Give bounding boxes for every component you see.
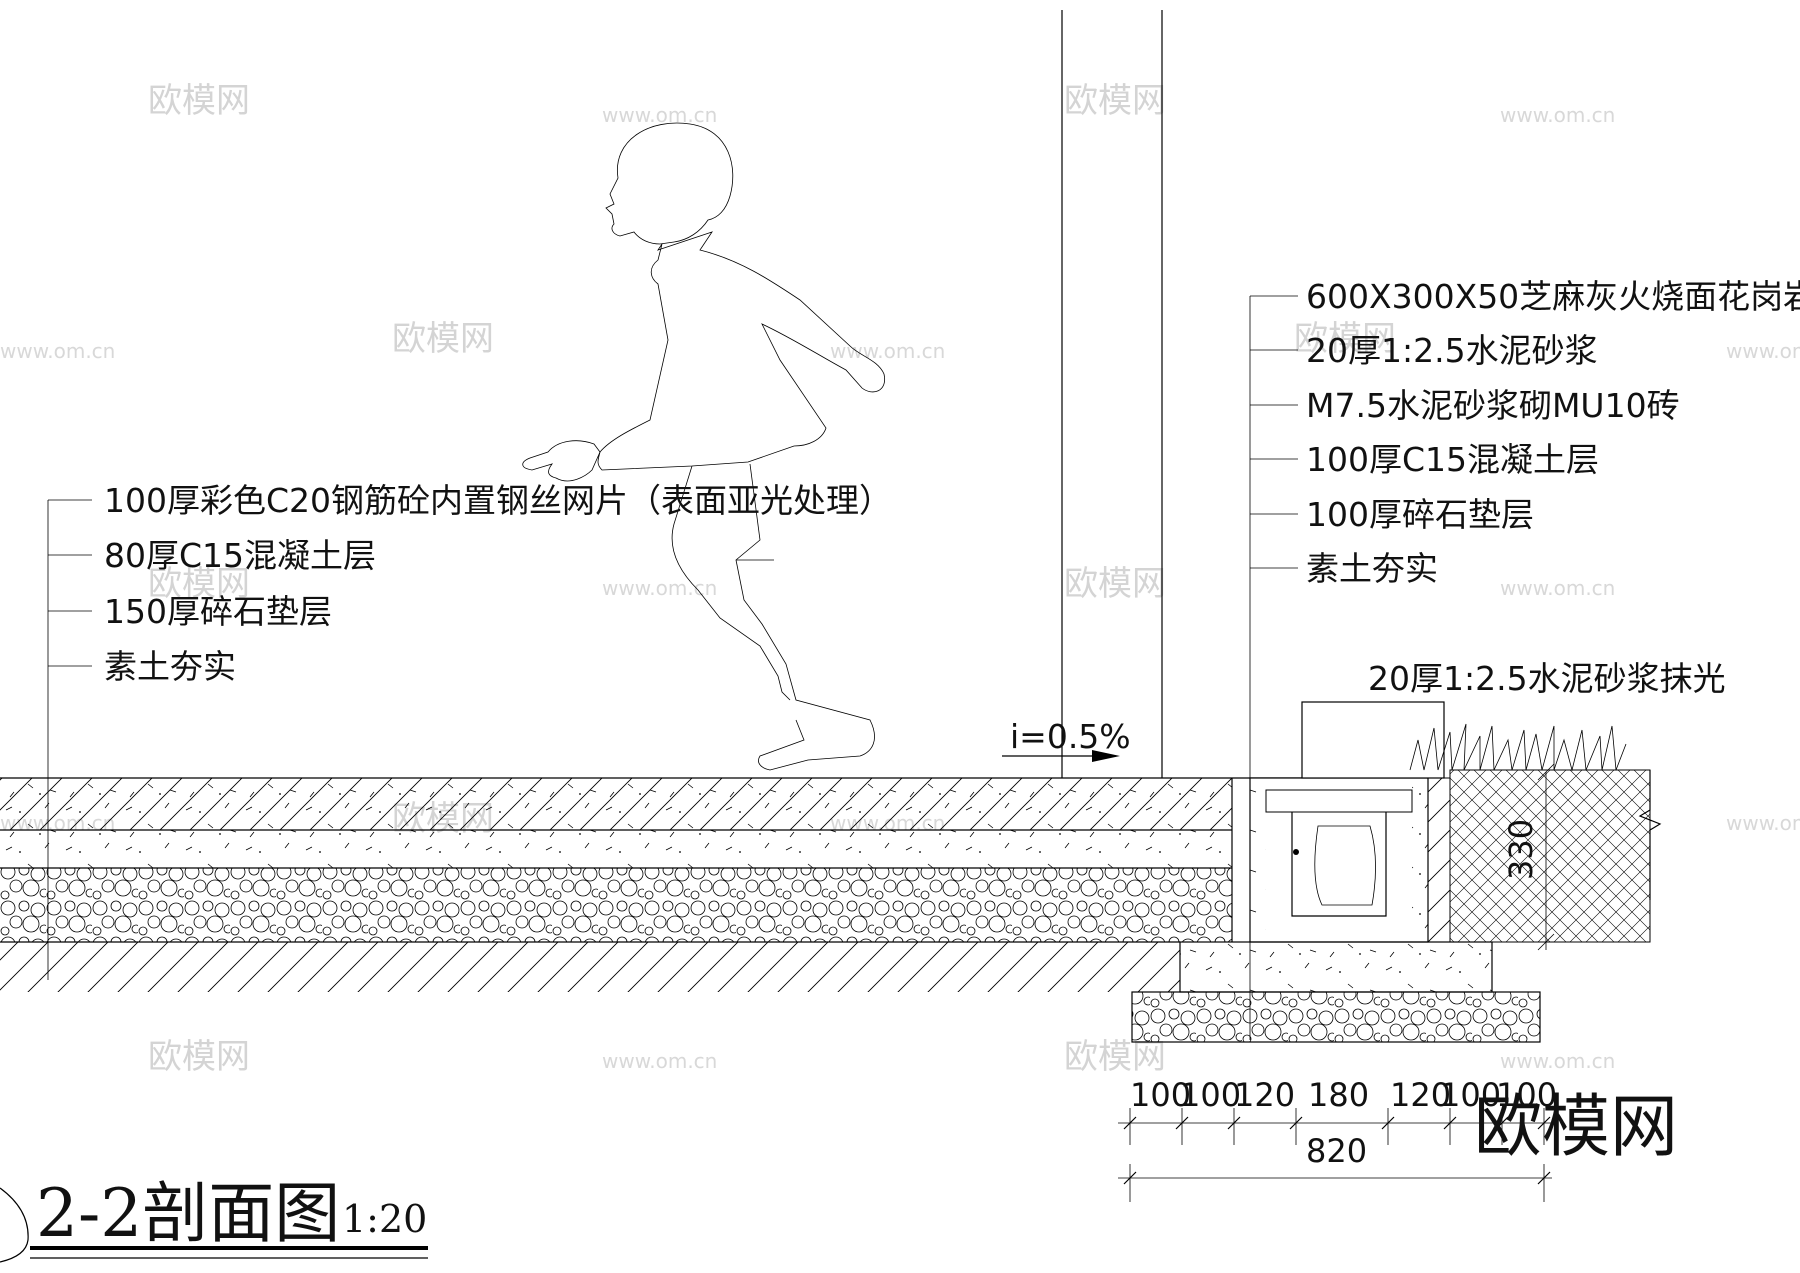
right-layer-3: M7.5水泥砂浆砌MU10砖 [1306,386,1680,425]
right-layer-5: 100厚碎石垫层 [1306,495,1534,534]
right-layer-1: 600X300X50芝麻灰火烧面花岗岩 [1306,277,1800,316]
watermark-url: www.om.cn [0,339,115,363]
watermark-url: www.om.cn [1726,339,1800,363]
grass-symbol [1409,723,1627,772]
height-label: 330 [1502,819,1540,880]
watermark-url: www.om.cn [602,1049,717,1073]
left-layer-4: 素土夯实 [104,647,236,686]
watermark-logo: 欧模网 [148,81,250,121]
brand-logo: 欧模网 [1474,1088,1678,1167]
dim-seg-3: 120 [1234,1076,1295,1114]
watermark-logo: 欧模网 [1064,1037,1166,1077]
person-figure [522,122,886,771]
watermark-url: www.om.cn [602,103,717,127]
planting-soil [1449,769,1651,943]
right-callouts: 600X300X50芝麻灰火烧面花岗岩 20厚1:2.5水泥砂浆 M7.5水泥砂… [1249,277,1800,1040]
watermark-url: www.om.cn [1500,1049,1615,1073]
curb-note: 20厚1:2.5水泥砂浆抹光 [1368,659,1726,698]
watermark-url: www.om.cn [602,576,717,600]
dim-seg-1: 100 [1130,1076,1191,1114]
drawing-title: 2-2剖面图 [36,1175,340,1252]
right-layer-2: 20厚1:2.5水泥砂浆 [1306,331,1598,370]
title-block: 2-2剖面图 1:20 [0,1175,428,1263]
curb-stone [1301,701,1445,779]
height-dimension: 330 [1502,763,1555,951]
watermark-logo: 欧模网 [148,1037,250,1077]
compacted-soil [0,942,1180,992]
left-layer-2: 80厚C15混凝土层 [104,536,376,575]
drawing-scale: 1:20 [342,1197,427,1241]
dim-seg-6: 100 [1440,1076,1501,1114]
left-layer-3: 150厚碎石垫层 [104,592,332,631]
dim-seg-4: 180 [1308,1076,1369,1114]
watermark-logo: 欧模网 [392,319,494,359]
drain-gravel-base [1131,991,1541,1043]
left-callouts: 100厚彩色C20钢筋砼内置钢丝网片（表面亚光处理） 80厚C15混凝土层 15… [47,481,892,980]
watermark-logo: 欧模网 [1064,81,1166,121]
dim-seg-5: 120 [1390,1076,1451,1114]
drain-concrete-base [1179,941,1493,993]
slope-indicator: i=0.5% [1002,717,1131,762]
watermark-logo: 欧模网 [1064,564,1166,604]
dim-total: 820 [1306,1132,1367,1170]
watermark-logo: 欧模网 [148,564,250,604]
right-layer-6: 素土夯实 [1306,549,1438,588]
concrete-layer-c15 [0,830,1232,868]
left-layer-1: 100厚彩色C20钢筋砼内置钢丝网片（表面亚光处理） [104,481,892,520]
watermark-logo: 欧模网 [1294,319,1396,359]
gravel-layer [0,868,1232,942]
width-dimensions: 100 100 120 180 120 100 100 820 [1118,1076,1557,1202]
pavement-section [0,777,1420,992]
dim-seg-2: 100 [1180,1076,1241,1114]
watermark-url: www.om.cn [1726,811,1800,835]
dim-seg-7: 100 [1496,1076,1557,1114]
watermark-url: www.om.cn [1500,103,1615,127]
watermark-url: www.om.cn [1500,576,1615,600]
drain-detail [1131,701,1662,1043]
watermark-url: www.om.cn [830,339,945,363]
right-layer-4: 100厚C15混凝土层 [1306,440,1599,479]
slope-label: i=0.5% [1010,717,1131,756]
